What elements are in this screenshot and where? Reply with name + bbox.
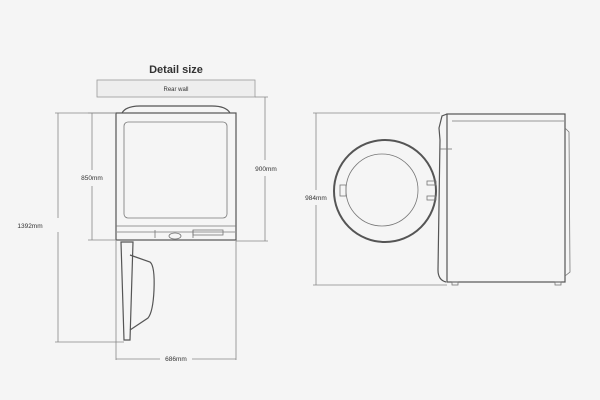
dimension-label-900: 900mm [255,166,277,173]
side-view-washer [333,113,571,286]
rear-wall: Rear wall [96,79,256,98]
top-view-washer [115,105,237,341]
rear-wall-label: Rear wall [163,87,188,93]
dimension-686: 686mm [115,241,237,363]
diagram-title: Detail size [149,64,203,76]
dimension-1392: 1392mm [17,112,124,343]
dimension-900: 900mm [236,96,277,242]
dimension-label-850: 850mm [81,175,103,182]
dimension-label-686: 686mm [165,356,187,363]
dimension-label-1392: 1392mm [17,223,42,230]
dimension-label-984: 984mm [305,195,327,202]
dimension-850: 850mm [81,112,116,241]
dimension-984: 984mm [305,112,447,286]
